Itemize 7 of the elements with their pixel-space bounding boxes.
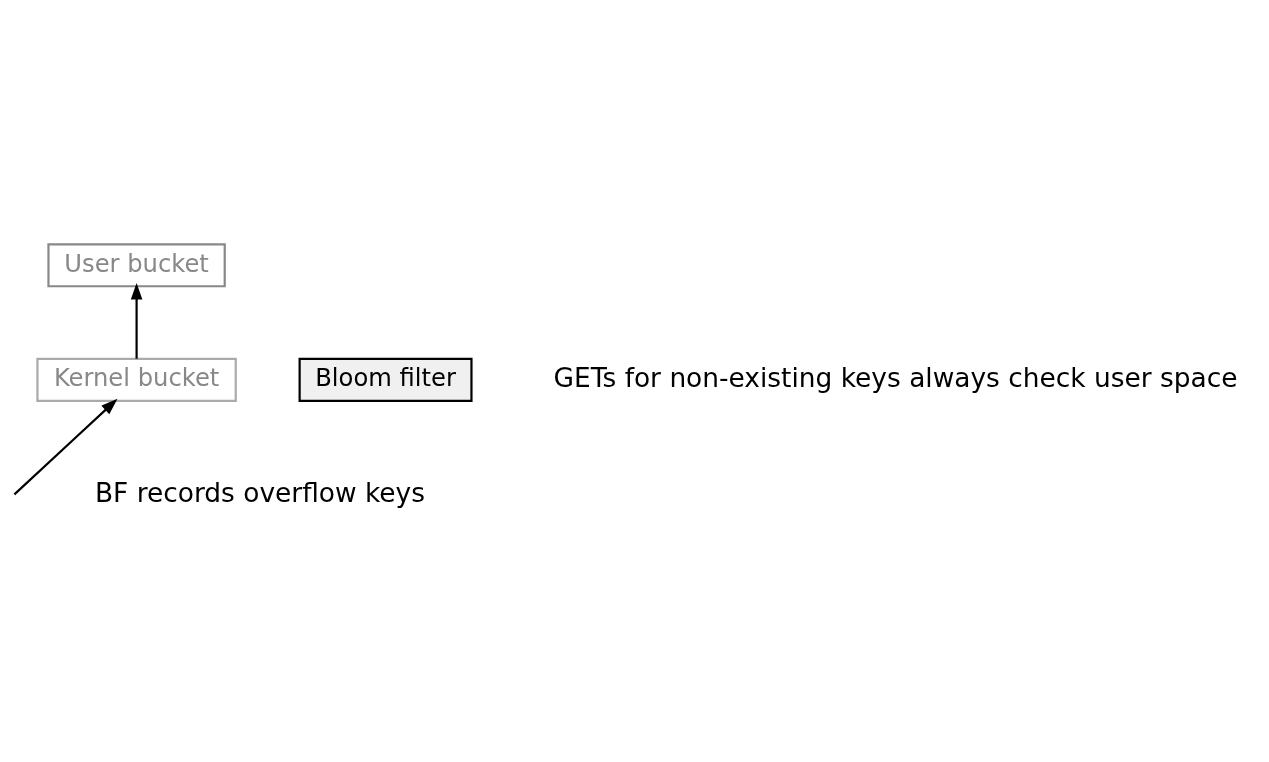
node-box: User bucket: [47, 243, 226, 288]
label: BF records overflow keys: [94, 477, 425, 509]
label: GETs for non-existing keys always check user space: [553, 361, 1238, 393]
node-box: Bloom filter: [298, 357, 473, 402]
arrow: [13, 398, 118, 496]
node-box: Kernel bucket: [36, 357, 237, 402]
arrow: [130, 283, 143, 359]
